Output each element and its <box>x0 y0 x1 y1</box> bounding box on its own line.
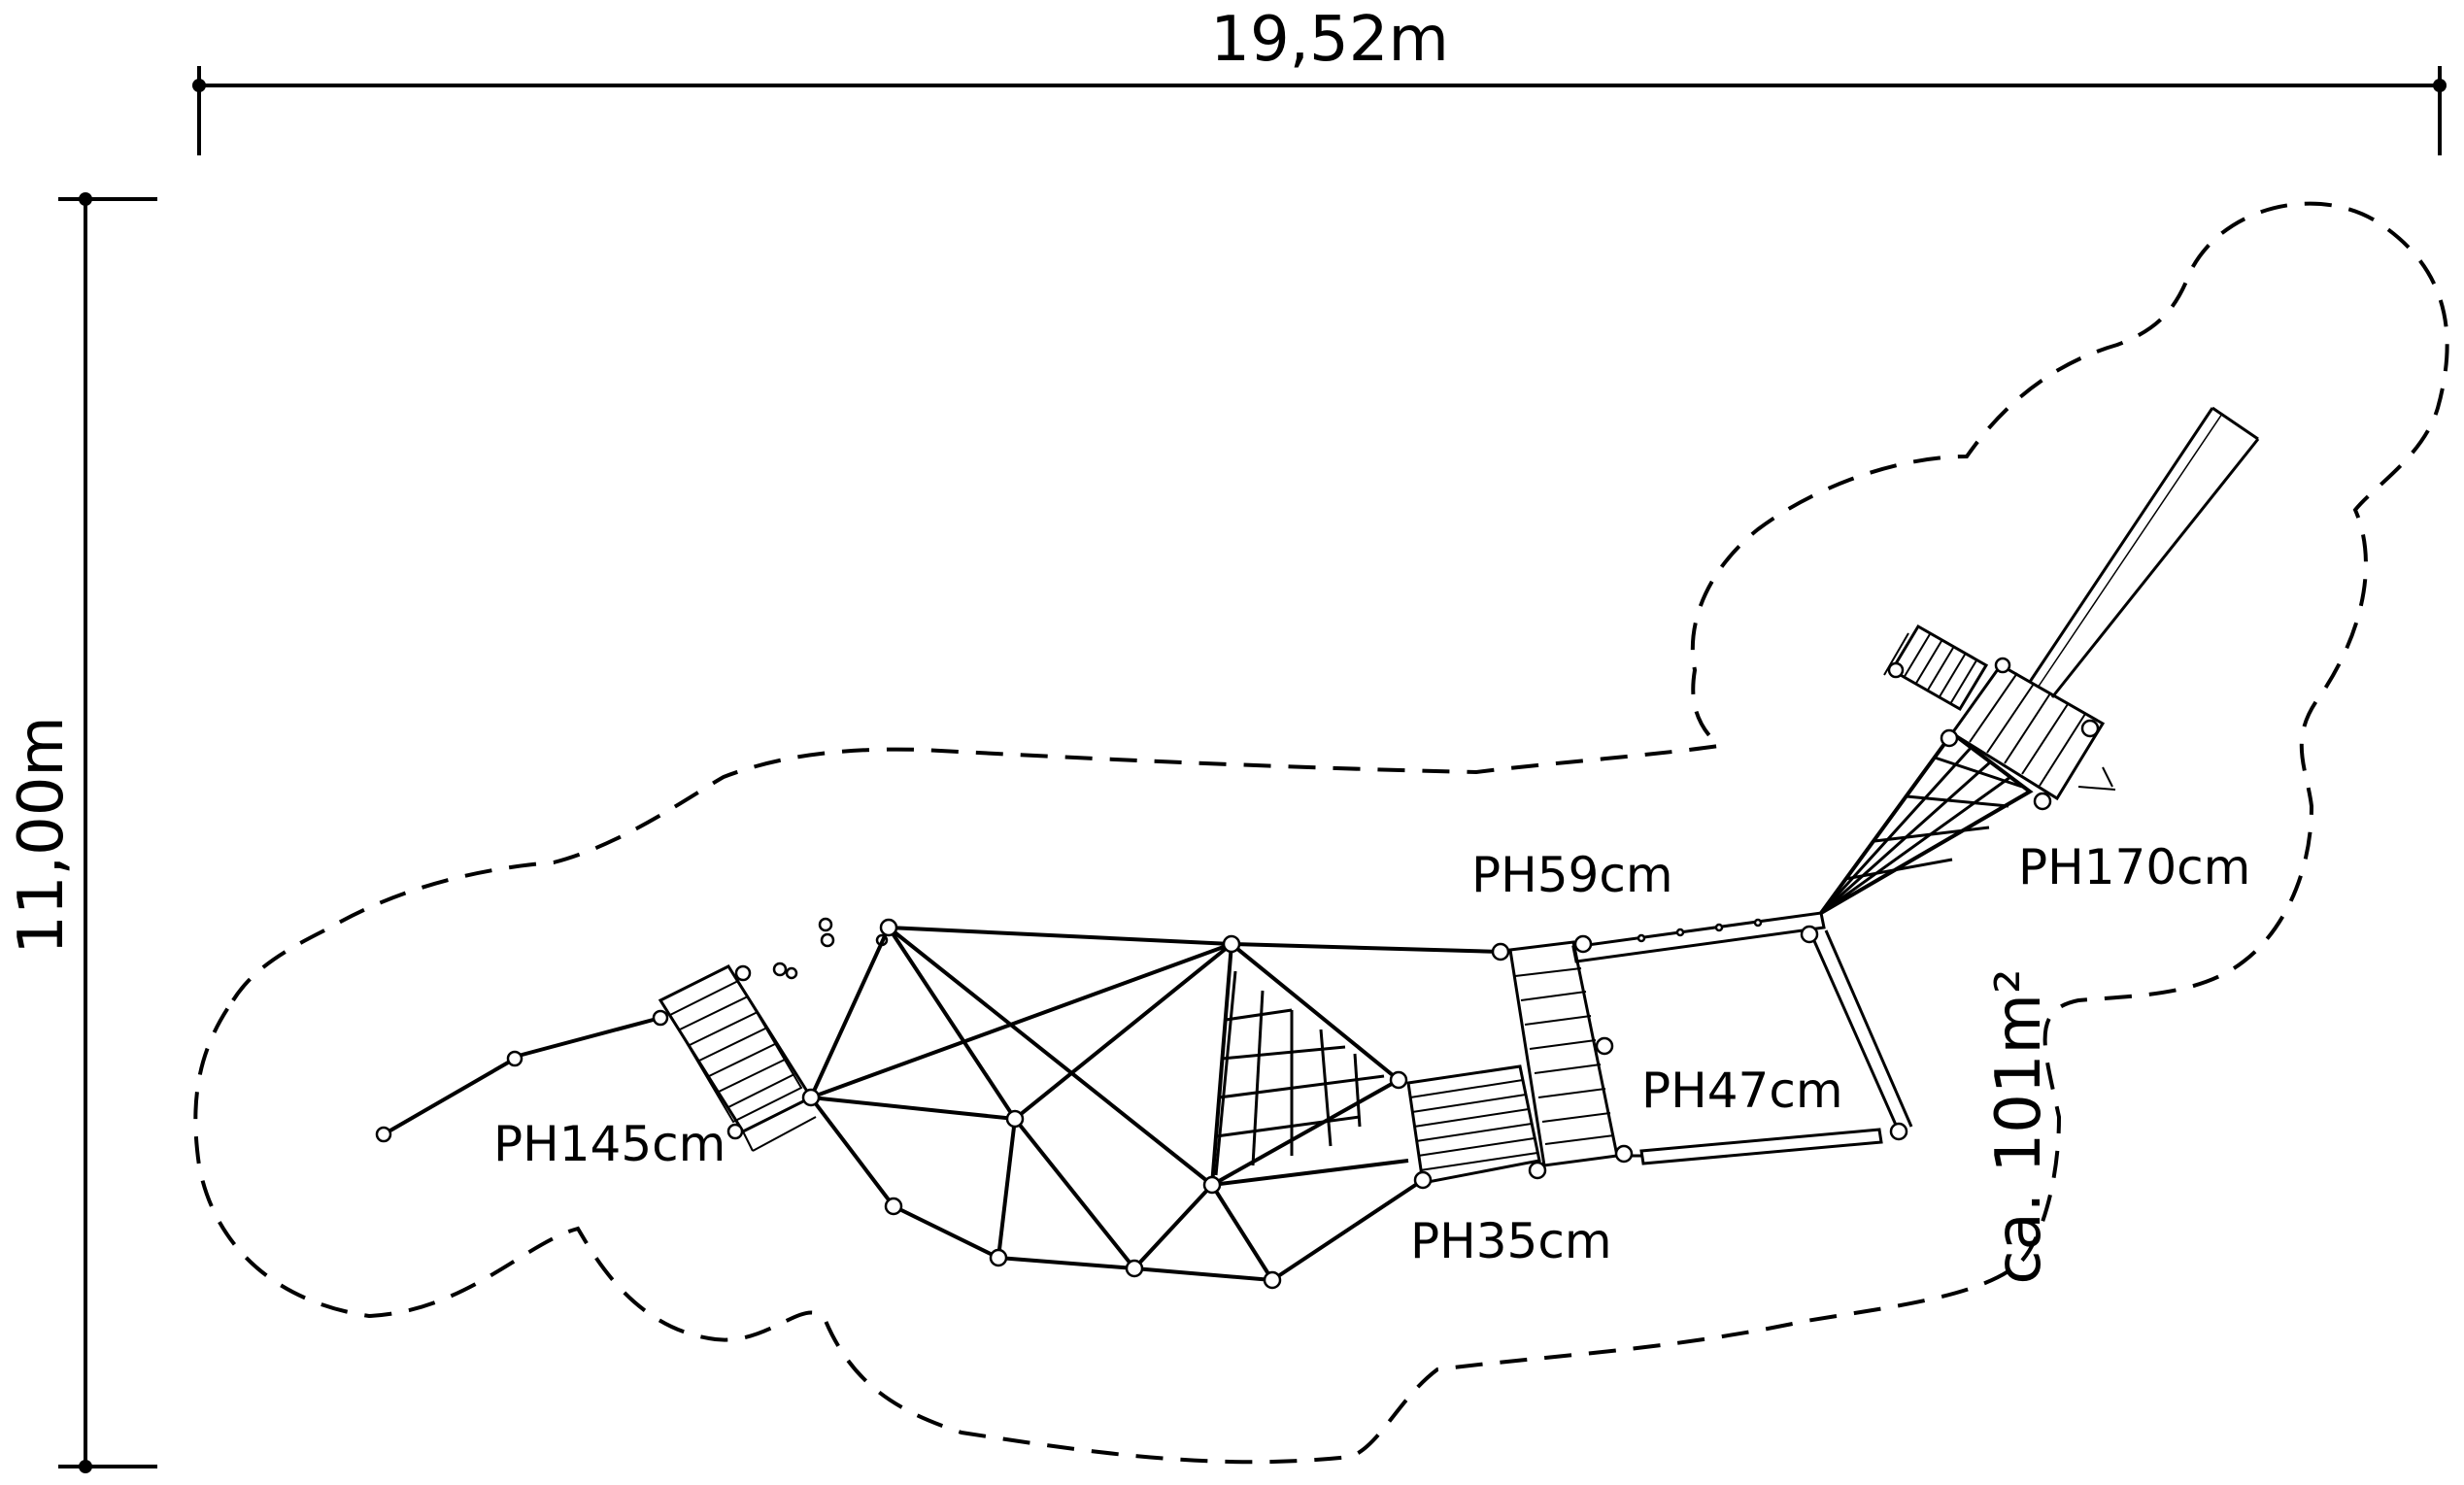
stepping-posts <box>772 917 889 980</box>
label-ph145: PH145cm <box>493 1116 726 1172</box>
label-ph170: PH170cm <box>2018 839 2250 895</box>
tower-climbing-net <box>1819 730 2034 915</box>
label-ph35: PH35cm <box>1410 1213 1612 1269</box>
upper-balance-beam <box>1571 911 1826 963</box>
platform-ph35-deck <box>1406 1064 1541 1185</box>
side-beam <box>1809 929 1913 1132</box>
label-ph59: PH59cm <box>1471 847 1673 903</box>
cargo-net <box>1214 970 1385 1176</box>
stair-ph145 <box>658 964 817 1152</box>
balance-rope <box>375 1016 661 1143</box>
lower-balance-beam <box>1622 1128 1883 1165</box>
label-ph47: PH47cm <box>1641 1063 1843 1119</box>
rope-net-frame <box>809 926 1502 1282</box>
tower-platform <box>1949 663 2116 801</box>
width-dimension: 19,52m <box>192 4 2447 155</box>
rope-net-nodes <box>652 657 2100 1290</box>
safety-area-outline <box>193 201 2449 1465</box>
area-label: ca. 101m² <box>1983 968 2055 1284</box>
slide <box>2028 406 2260 698</box>
height-label: 11,00m <box>6 716 78 955</box>
height-dimension: 11,00m <box>6 192 157 1473</box>
width-label: 19,52m <box>1210 4 1449 76</box>
